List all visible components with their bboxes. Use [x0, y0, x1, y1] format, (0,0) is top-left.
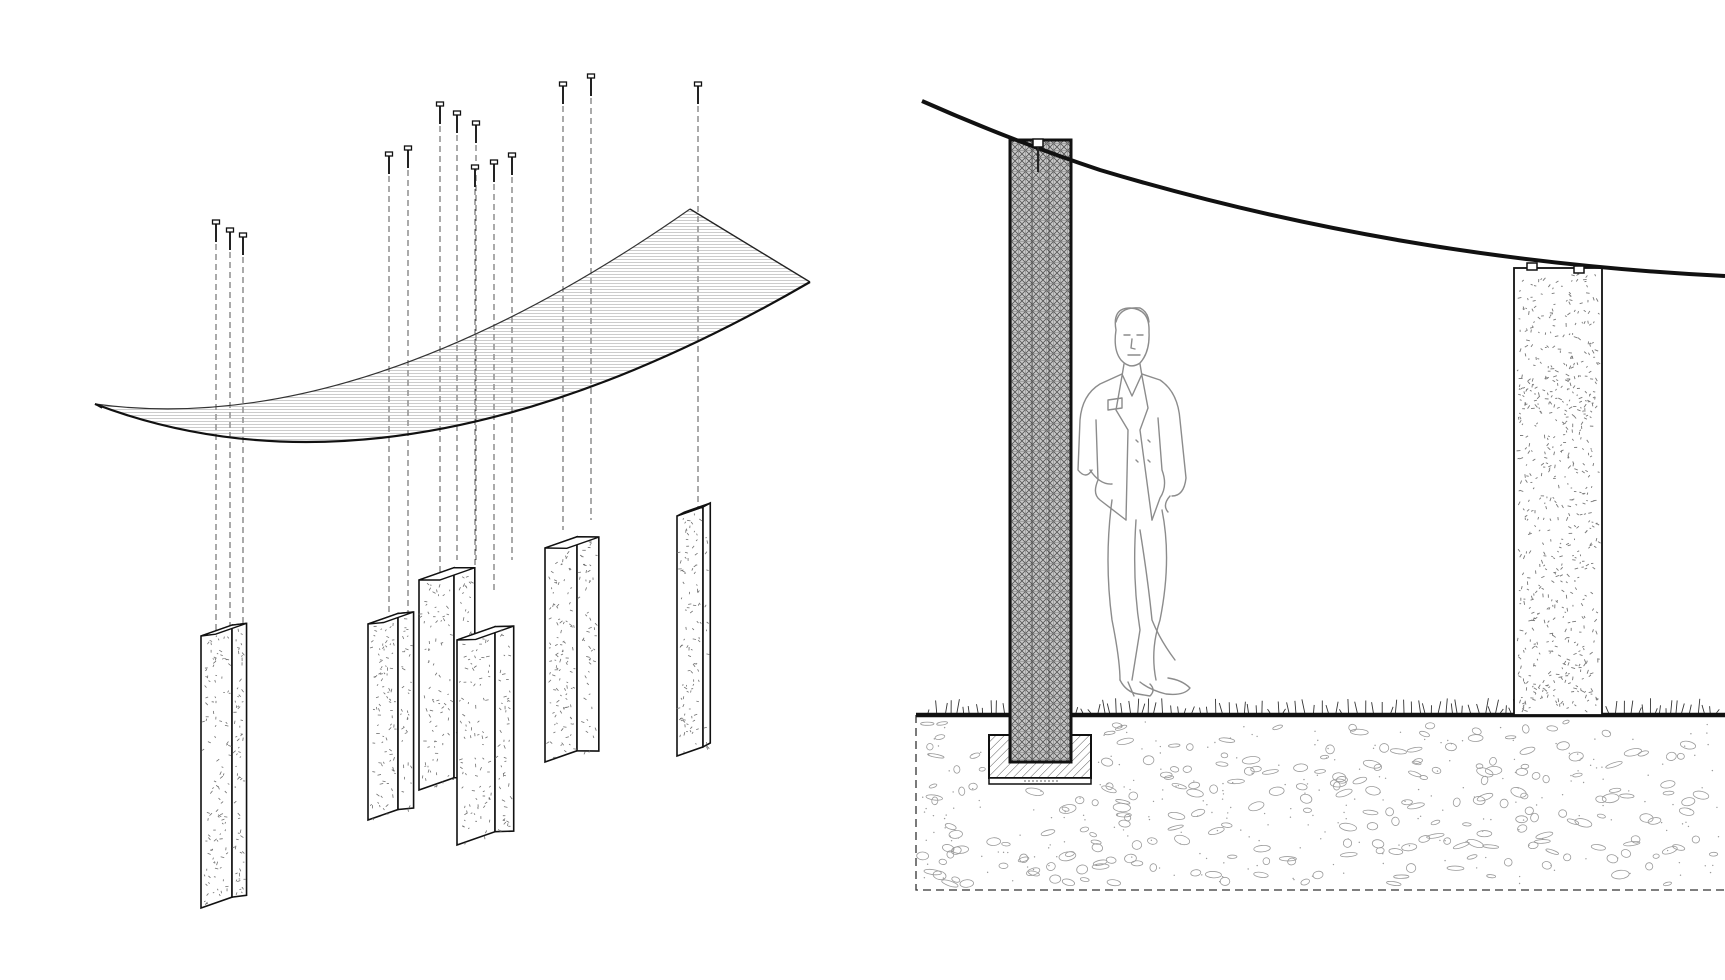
- bolt: [225, 227, 235, 250]
- section-canopy-curve: [921, 99, 1725, 278]
- bolt: [693, 81, 703, 104]
- section-bolt-right-1: [1526, 262, 1538, 271]
- section-bolt-right-2: [1573, 265, 1585, 274]
- pillar: [456, 625, 515, 847]
- bolt: [586, 73, 596, 96]
- bolt: [238, 232, 248, 255]
- bolt: [384, 151, 394, 174]
- bolt: [471, 120, 481, 143]
- pillar-group: [200, 501, 712, 910]
- exploded-axonometric: [94, 73, 811, 910]
- pillar: [200, 622, 248, 910]
- bolt: [507, 152, 517, 175]
- bolt: [211, 219, 221, 242]
- bolt: [470, 164, 480, 187]
- section-pillar-main: [1008, 138, 1073, 764]
- curved-canopy-panel: [94, 208, 811, 444]
- pillar: [544, 535, 600, 764]
- pillar: [367, 611, 415, 822]
- bolt: [403, 145, 413, 168]
- bolt: [489, 159, 499, 182]
- pillar: [676, 501, 712, 758]
- bolt: [452, 110, 462, 133]
- section-bolt-left: [1032, 138, 1044, 172]
- person-figure: [1077, 307, 1191, 697]
- bolt: [558, 81, 568, 104]
- section-drawing: [915, 99, 1725, 891]
- bolt-group: [211, 73, 703, 255]
- section-pillar-secondary: [1513, 267, 1603, 716]
- bolt: [435, 101, 445, 124]
